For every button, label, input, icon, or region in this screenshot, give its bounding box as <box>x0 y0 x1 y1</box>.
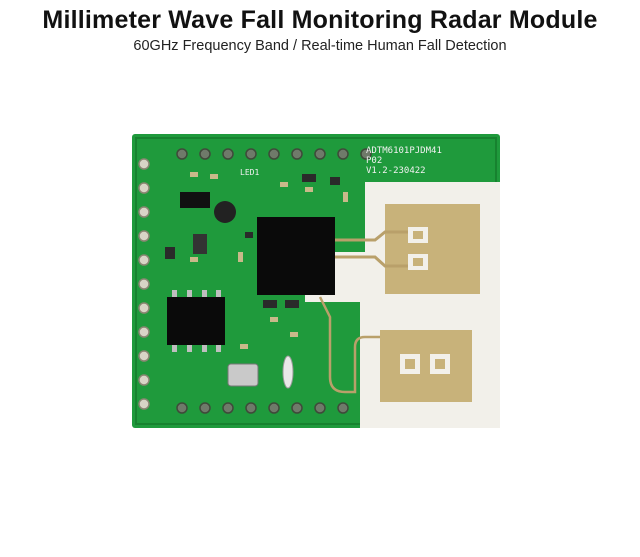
page-title: Millimeter Wave Fall Monitoring Radar Mo… <box>42 6 598 34</box>
radar-chip <box>257 217 335 295</box>
inductor <box>214 201 236 223</box>
left-pin-row <box>138 158 150 410</box>
antenna-patch-tx <box>385 204 480 294</box>
silkscreen-led: LED1 <box>240 168 260 177</box>
silkscreen-version: V1.2-230422 <box>366 166 426 176</box>
bottom-pin-row <box>176 402 349 414</box>
crystal <box>227 363 259 387</box>
radar-module-photo: ADTM6101PJDM41 P02 V1.2-230422 LED1 <box>130 132 502 430</box>
antenna-patch-rx <box>380 330 472 402</box>
pcb-illustration <box>132 134 500 428</box>
silkscreen-rev: P02 <box>366 156 383 166</box>
silkscreen-model: ADTM6101PJDM41 <box>366 146 442 156</box>
top-pin-row <box>176 148 372 160</box>
mcu-chip <box>167 297 225 345</box>
page-subtitle: 60GHz Frequency Band / Real-time Human F… <box>133 38 507 54</box>
